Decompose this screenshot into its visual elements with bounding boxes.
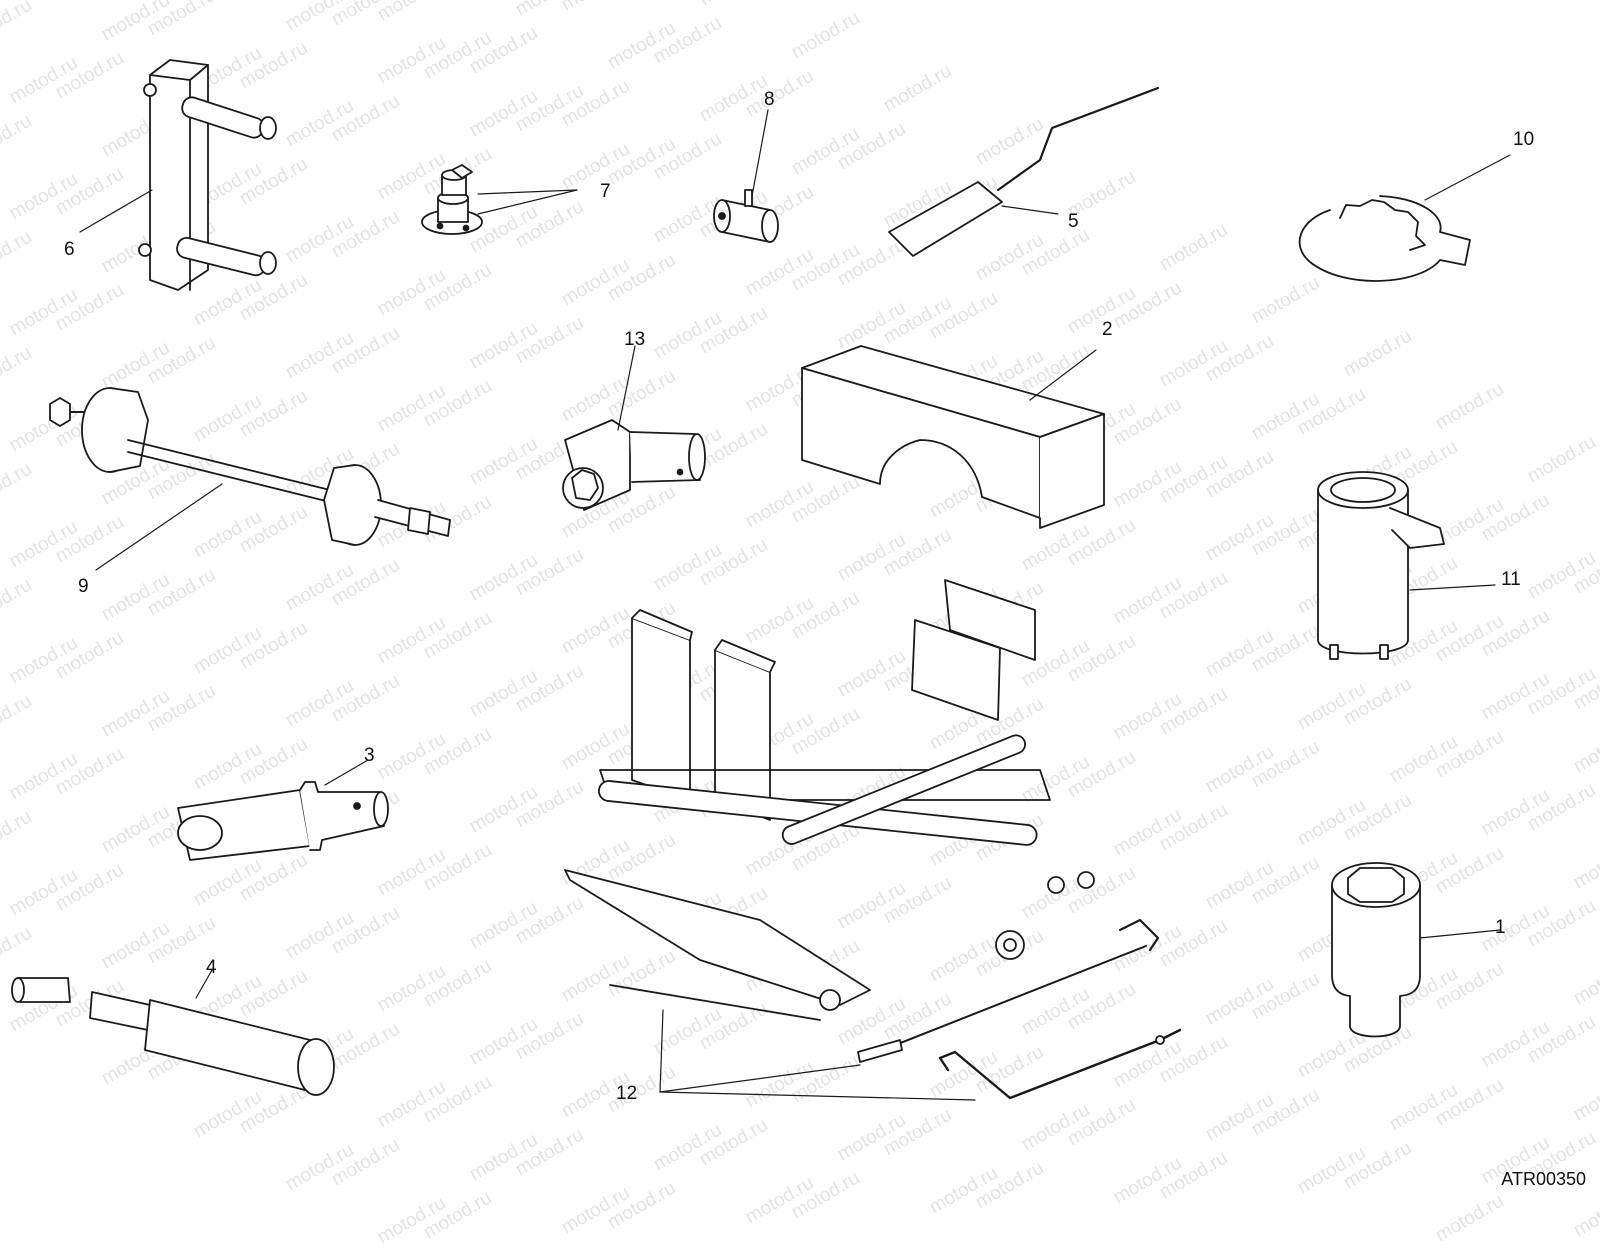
tool-12-lift [564, 579, 1182, 1101]
tool-5-probe [888, 86, 1160, 257]
tool-4-handle [11, 969, 335, 1096]
callout-6: 6 [64, 239, 75, 260]
tool-2-block [801, 345, 1105, 529]
tool-11-socket-arm [1317, 471, 1496, 660]
drawing-code: ATR00350 [1501, 1169, 1586, 1189]
tool-8-sleeve [713, 109, 779, 243]
tool-7-adaptor [421, 164, 578, 235]
tool-1-socket [1331, 862, 1501, 1038]
callout-2: 2 [1102, 319, 1113, 340]
tool-13-angle-socket [562, 345, 706, 511]
callout-12: 12 [616, 1083, 638, 1104]
callout-3: 3 [364, 745, 375, 766]
tool-6-pin-bracket [79, 59, 277, 291]
callout-1: 1 [1495, 917, 1506, 938]
callout-13: 13 [624, 329, 646, 350]
watermark-text: motod.ru [374, 1192, 450, 1249]
callout-8: 8 [764, 89, 775, 110]
callout-4: 4 [206, 957, 217, 978]
tool-10-ring-spanner [1298, 154, 1511, 282]
drawing-canvas [11, 59, 1511, 1101]
callout-5: 5 [1068, 211, 1079, 232]
callout-10: 10 [1513, 129, 1535, 150]
tool-9-puller [49, 387, 451, 571]
callout-7: 7 [600, 181, 611, 202]
callout-11: 11 [1501, 569, 1521, 590]
callout-9: 9 [78, 576, 89, 597]
tool-3-offset-wrench [177, 759, 389, 861]
